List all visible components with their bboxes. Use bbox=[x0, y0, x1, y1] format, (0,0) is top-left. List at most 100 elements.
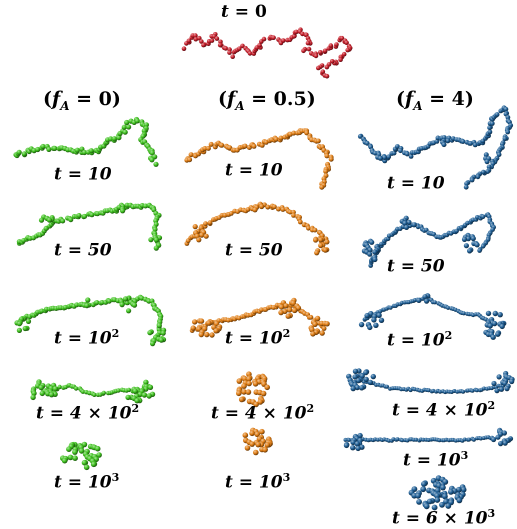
monomer-bead bbox=[452, 389, 457, 393]
monomer-bead bbox=[305, 40, 311, 46]
monomer-bead bbox=[319, 184, 325, 190]
monomer-bead bbox=[297, 219, 303, 225]
monomer-bead bbox=[272, 204, 277, 210]
monomer-bead bbox=[301, 48, 306, 54]
monomer-bead bbox=[324, 64, 330, 70]
monomer-bead bbox=[304, 130, 310, 136]
monomer-bead bbox=[125, 394, 131, 401]
monomer-bead bbox=[204, 331, 210, 338]
monomer-bead bbox=[202, 146, 208, 151]
monomer-bead bbox=[464, 181, 469, 187]
time-text: t = 10 bbox=[387, 330, 445, 351]
monomer-bead bbox=[131, 302, 138, 308]
monomer-bead bbox=[505, 129, 511, 135]
monomer-bead bbox=[350, 445, 356, 451]
fa-value: 0 bbox=[98, 88, 112, 110]
time-exponent: 2 bbox=[487, 399, 496, 412]
monomer-bead bbox=[343, 442, 350, 449]
cluster bbox=[491, 427, 514, 447]
monomer-bead bbox=[462, 437, 467, 442]
cluster bbox=[343, 432, 365, 452]
monomer-bead bbox=[121, 124, 127, 130]
monomer-bead bbox=[139, 295, 145, 301]
monomer-bead bbox=[475, 174, 481, 180]
monomer-bead bbox=[156, 323, 162, 329]
monomer-bead bbox=[494, 112, 500, 117]
monomer-bead bbox=[432, 300, 437, 305]
column-header-fa-4: (fA = 4) bbox=[396, 90, 474, 112]
monomer-bead bbox=[16, 321, 23, 327]
chain-fa4-t50 bbox=[368, 212, 497, 268]
monomer-bead bbox=[201, 42, 206, 48]
monomer-bead bbox=[461, 236, 468, 242]
monomer-bead bbox=[126, 124, 132, 130]
chain-fa4-t10 bbox=[357, 105, 514, 190]
cluster bbox=[461, 232, 480, 254]
time-exponent: 3 bbox=[282, 471, 291, 484]
monomer-bead bbox=[354, 384, 360, 391]
monomer-bead bbox=[328, 156, 334, 162]
column-header-fa-0: (fA = 0) bbox=[43, 90, 121, 112]
monomer-bead bbox=[198, 331, 204, 338]
monomer-bead bbox=[485, 310, 492, 317]
monomer-bead bbox=[278, 135, 284, 141]
monomer-bead bbox=[236, 390, 242, 397]
monomer-bead bbox=[324, 321, 330, 327]
monomer-bead bbox=[120, 208, 126, 214]
monomer-bead bbox=[111, 136, 117, 142]
monomer-bead bbox=[181, 46, 187, 51]
monomer-bead bbox=[286, 307, 293, 313]
monomer-bead bbox=[283, 303, 289, 309]
monomer-bead bbox=[190, 325, 196, 331]
monomer-bead bbox=[315, 138, 321, 144]
monomer-bead bbox=[253, 401, 259, 408]
monomer-bead bbox=[48, 392, 55, 398]
monomer-bead bbox=[426, 388, 431, 393]
monomer-bead bbox=[398, 148, 403, 154]
time-label: t = 10 bbox=[225, 160, 283, 180]
monomer-bead bbox=[280, 207, 286, 212]
monomer-bead bbox=[186, 38, 192, 44]
monomer-bead bbox=[294, 29, 299, 35]
time-text: t = 50 bbox=[54, 240, 112, 261]
fa-value: 0.5 bbox=[273, 88, 307, 110]
cluster bbox=[440, 138, 451, 148]
monomer-bead bbox=[16, 149, 22, 155]
monomer-bead bbox=[197, 35, 202, 41]
monomer-bead bbox=[143, 379, 149, 385]
monomer-bead bbox=[153, 245, 159, 251]
monomer-bead bbox=[359, 373, 365, 379]
monomer-bead bbox=[52, 386, 58, 392]
time-text: t = 10 bbox=[225, 328, 283, 349]
monomer-bead bbox=[38, 384, 44, 391]
monomer-bead bbox=[88, 148, 94, 154]
monomer-bead bbox=[376, 312, 382, 318]
monomer-bead bbox=[245, 389, 252, 395]
paren-open: ( bbox=[218, 88, 227, 110]
monomer-bead bbox=[456, 497, 463, 504]
monomer-bead bbox=[72, 455, 78, 462]
monomer-bead bbox=[52, 145, 58, 151]
monomer-bead bbox=[46, 217, 53, 223]
time-label: t = 103 bbox=[54, 472, 119, 492]
monomer-bead bbox=[347, 437, 351, 442]
monomer-bead bbox=[236, 378, 243, 384]
monomer-bead bbox=[371, 317, 377, 323]
paren-close: ) bbox=[111, 88, 121, 110]
monomer-bead bbox=[241, 389, 247, 395]
monomer-bead bbox=[251, 143, 257, 149]
monomer-bead bbox=[287, 209, 293, 215]
monomer-bead bbox=[259, 203, 265, 210]
monomer-bead bbox=[241, 383, 247, 389]
monomer-bead bbox=[504, 386, 510, 392]
cluster bbox=[192, 224, 209, 243]
monomer-bead bbox=[339, 35, 345, 41]
monomer-bead bbox=[431, 504, 438, 511]
monomer-bead bbox=[443, 498, 449, 505]
monomer-bead bbox=[291, 34, 297, 39]
monomer-bead bbox=[308, 314, 314, 320]
monomer-bead bbox=[149, 150, 155, 156]
monomer-bead bbox=[92, 392, 97, 397]
monomer-bead bbox=[357, 134, 363, 139]
monomer-bead bbox=[480, 169, 486, 175]
